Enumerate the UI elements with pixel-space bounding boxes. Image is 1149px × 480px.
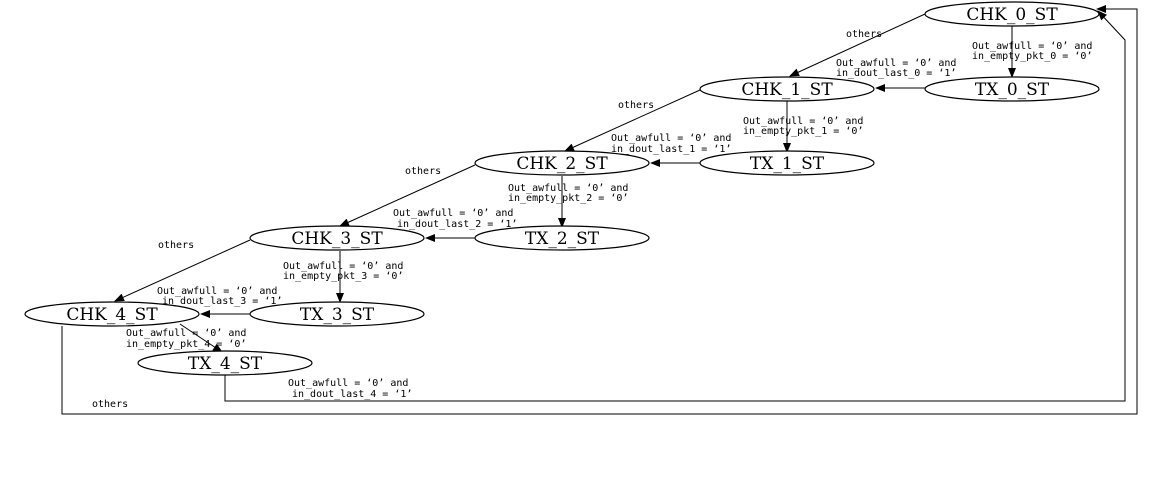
edge-label-condition: in_dout_last_2 = ‘1’ <box>397 219 517 230</box>
edge-chk2-to-chk3 <box>339 164 476 227</box>
edge-label-condition: in_dout_last_3 = ‘1’ <box>162 296 282 307</box>
state-node-chk4: CHK_4_ST <box>24 301 200 327</box>
state-node-tx2: TX_2_ST <box>474 225 650 251</box>
state-node-chk0: CHK_0_ST <box>924 1 1100 27</box>
edge-label-others: others <box>618 100 654 111</box>
state-node-chk2: CHK_2_ST <box>474 150 650 176</box>
edge-label-condition: Out_awfull = ‘0’ and <box>126 328 246 339</box>
state-label: TX_4_ST <box>188 354 263 374</box>
edge-label-condition: Out_awfull = ‘0’ and <box>972 41 1092 52</box>
edge-label-condition: Out_awfull = ‘0’ and <box>283 261 403 272</box>
state-node-tx1: TX_1_ST <box>699 150 875 176</box>
state-label: CHK_0_ST <box>966 5 1058 25</box>
edge-label-condition: Out_awfull = ‘0’ and <box>836 58 956 69</box>
state-label: TX_3_ST <box>300 305 375 325</box>
edge-label-others: others <box>158 240 194 251</box>
state-node-chk1: CHK_1_ST <box>699 76 875 102</box>
edge-chk3-to-chk4 <box>114 239 251 302</box>
edge-label-condition: Out_awfull = ‘0’ and <box>157 286 277 297</box>
state-label: CHK_1_ST <box>741 80 833 100</box>
state-label: TX_2_ST <box>525 229 600 249</box>
edge-chk4-to-chk0 <box>61 5 1138 415</box>
state-label: CHK_2_ST <box>516 154 608 174</box>
edge-label-condition: in_dout_last_1 = ‘1’ <box>611 144 731 155</box>
edge-label-condition: Out_awfull = ‘0’ and <box>611 133 731 144</box>
edge-label-others: others <box>92 399 128 410</box>
state-label: TX_1_ST <box>750 154 825 174</box>
state-label: TX_0_ST <box>975 80 1050 100</box>
edge-label-condition: in_empty_pkt_4 = ‘0’ <box>126 339 246 350</box>
edge-chk1-to-chk2 <box>564 89 701 152</box>
state-node-tx4: TX_4_ST <box>137 350 313 376</box>
edge-label-condition: in_dout_last_4 = ‘1’ <box>292 389 412 400</box>
edge-label-condition: Out_awfull = ‘0’ and <box>393 208 513 219</box>
edge-label-condition: in_empty_pkt_3 = ‘0’ <box>283 271 403 282</box>
state-label: CHK_3_ST <box>291 229 383 249</box>
state-node-tx3: TX_3_ST <box>249 301 425 327</box>
state-label: CHK_4_ST <box>66 305 158 325</box>
state-node-tx0: TX_0_ST <box>924 76 1100 102</box>
edge-label-condition: Out_awfull = ‘0’ and <box>508 183 628 194</box>
edge-label-others: others <box>405 166 441 177</box>
edge-chk4-to-tx4 <box>179 323 223 353</box>
state-node-chk3: CHK_3_ST <box>249 225 425 251</box>
edge-chk0-to-chk1 <box>789 13 926 77</box>
edge-label-condition: in_empty_pkt_2 = ‘0’ <box>508 193 628 204</box>
edge-tx4-to-chk0 <box>224 10 1126 402</box>
edge-label-condition: in_empty_pkt_1 = ‘0’ <box>743 126 863 137</box>
edge-label-condition: in_dout_last_0 = ‘1’ <box>836 68 956 79</box>
edge-label-condition: Out_awfull = ‘0’ and <box>743 116 863 127</box>
edge-label-condition: Out_awfull = ‘0’ and <box>288 378 408 389</box>
edge-label-condition: in_empty_pkt_0 = ‘0’ <box>972 51 1092 62</box>
edge-label-others: others <box>846 29 882 40</box>
